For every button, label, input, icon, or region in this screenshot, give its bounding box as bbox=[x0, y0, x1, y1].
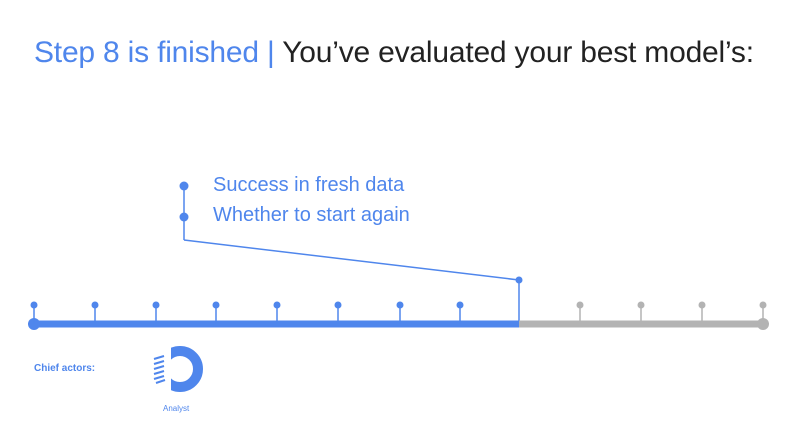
step-tick-8 bbox=[456, 301, 464, 324]
callout-item-restart: Whether to start again bbox=[213, 204, 410, 226]
step-tick-5 bbox=[273, 301, 281, 324]
chief-actors-label: Chief actors: bbox=[34, 363, 96, 374]
step-tick-6 bbox=[334, 301, 342, 324]
step-status: Step 8 is finished bbox=[34, 36, 259, 69]
callout-bullet-1 bbox=[179, 181, 189, 191]
actor-name-analyst: Analyst bbox=[163, 404, 190, 413]
step-tick-4 bbox=[212, 301, 220, 324]
step-tick-2 bbox=[91, 301, 99, 324]
step-tick-3 bbox=[152, 301, 160, 324]
step-tick-11 bbox=[698, 301, 706, 324]
title-separator: | bbox=[267, 36, 275, 69]
title-summary: You’ve evaluated your best model’s: bbox=[282, 36, 754, 69]
callout-item-success: Success in fresh data bbox=[213, 174, 405, 196]
page-title: Step 8 is finished | You’ve evaluated yo… bbox=[34, 36, 754, 70]
step-tick-7 bbox=[396, 301, 404, 324]
callout-connector bbox=[179, 181, 523, 324]
donut-chart-icon bbox=[153, 346, 203, 392]
step-tick-9 bbox=[576, 301, 584, 324]
step-tick-1 bbox=[30, 301, 38, 324]
callout-bullet-2 bbox=[179, 212, 189, 222]
current-step-marker bbox=[515, 276, 523, 284]
step-tick-10 bbox=[637, 301, 645, 324]
step-tick-12 bbox=[759, 301, 767, 324]
